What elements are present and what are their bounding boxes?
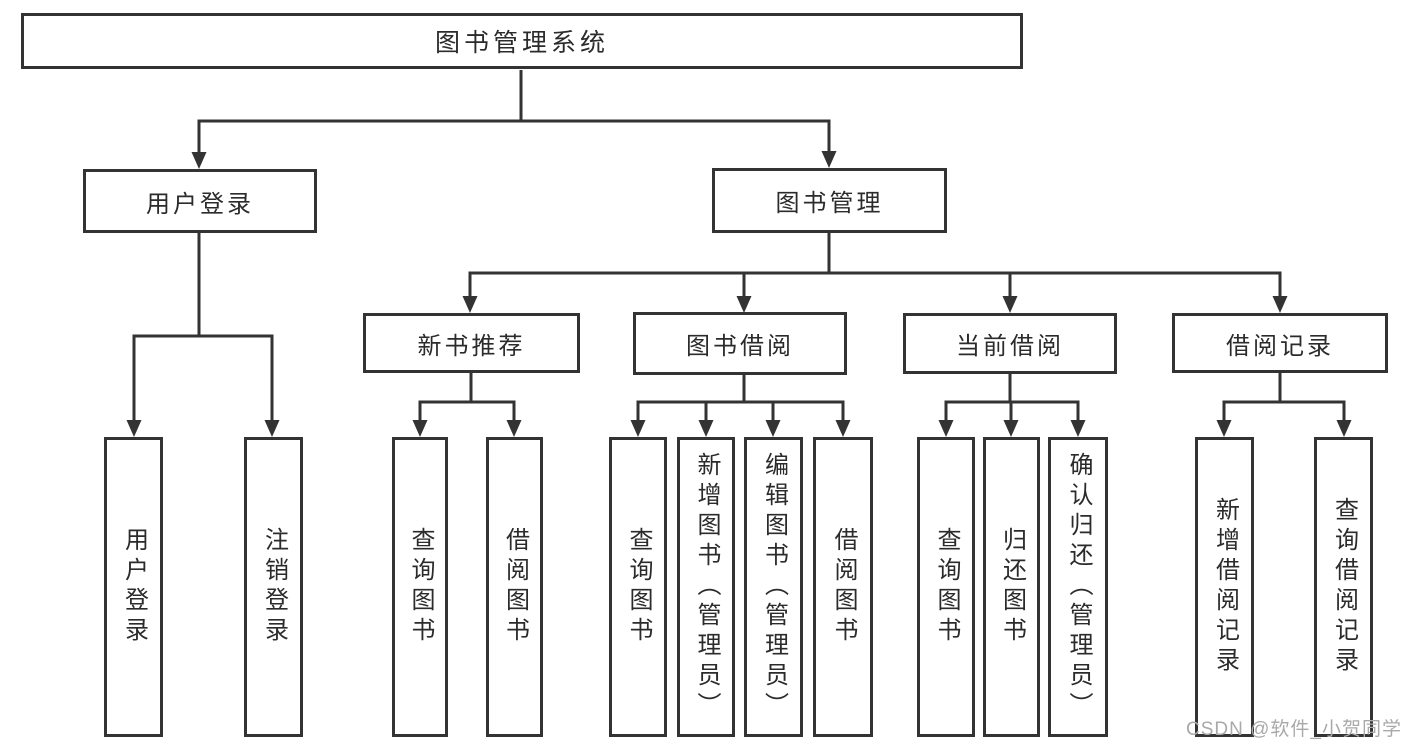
node-label: 借阅图书 bbox=[501, 527, 529, 647]
node-label: 新增图书（管理员） bbox=[693, 452, 720, 722]
node-library-management-system: 图书管理系统 bbox=[21, 13, 1023, 69]
node-label: 确认归还（管理员） bbox=[1065, 452, 1092, 722]
node-confirm-return-admin: 确认归还（管理员） bbox=[1048, 437, 1108, 737]
node-return-books: 归还图书 bbox=[983, 437, 1040, 737]
node-label: 新增借阅记录 bbox=[1211, 497, 1239, 677]
node-new-book-recommendation: 新书推荐 bbox=[363, 313, 580, 373]
node-borrow-books-borrowing: 借阅图书 bbox=[813, 437, 873, 737]
node-query-books-borrowing: 查询图书 bbox=[609, 437, 667, 737]
connector-stems bbox=[132, 70, 1346, 421]
node-label: 借阅记录 bbox=[1226, 332, 1334, 360]
node-add-borrow-record: 新增借阅记录 bbox=[1195, 437, 1254, 737]
node-query-borrow-record: 查询借阅记录 bbox=[1314, 437, 1373, 737]
node-label: 新书推荐 bbox=[417, 332, 526, 360]
node-label: 当前借阅 bbox=[956, 333, 1064, 360]
node-current-borrowing: 当前借阅 bbox=[903, 313, 1117, 374]
node-book-management: 图书管理 bbox=[712, 168, 947, 233]
node-label: 借阅图书 bbox=[830, 527, 857, 647]
node-label: 查询图书 bbox=[407, 527, 434, 647]
connector-arrowheads bbox=[126, 151, 1352, 437]
node-query-books-current: 查询图书 bbox=[917, 437, 975, 737]
node-logout-action: 注销登录 bbox=[244, 437, 303, 737]
node-borrow-books-recommend: 借阅图书 bbox=[486, 437, 543, 737]
node-edit-books-admin: 编辑图书（管理员） bbox=[744, 437, 803, 737]
node-user-login-action: 用户登录 bbox=[104, 437, 163, 737]
node-borrowing-records: 借阅记录 bbox=[1172, 313, 1388, 373]
node-label: 用户登录 bbox=[120, 527, 148, 647]
node-label: 查询图书 bbox=[933, 527, 960, 647]
node-user-login: 用户登录 bbox=[83, 169, 317, 233]
node-add-books-admin: 新增图书（管理员） bbox=[677, 437, 735, 737]
node-label: 用户登录 bbox=[146, 190, 254, 218]
node-query-books-recommend: 查询图书 bbox=[392, 437, 448, 737]
node-book-borrowing: 图书借阅 bbox=[633, 312, 847, 375]
node-label: 图书管理 bbox=[775, 190, 884, 217]
node-label: 编辑图书（管理员） bbox=[760, 452, 788, 722]
node-label: 查询借阅记录 bbox=[1330, 497, 1358, 677]
node-label: 图书管理系统 bbox=[434, 29, 609, 57]
node-label: 图书借阅 bbox=[686, 333, 794, 360]
node-label: 注销登录 bbox=[260, 527, 288, 647]
csdn-watermark: CSDN @软件_小贺同学 bbox=[1186, 719, 1402, 740]
node-label: 归还图书 bbox=[998, 527, 1026, 647]
node-label: 查询图书 bbox=[625, 527, 652, 647]
